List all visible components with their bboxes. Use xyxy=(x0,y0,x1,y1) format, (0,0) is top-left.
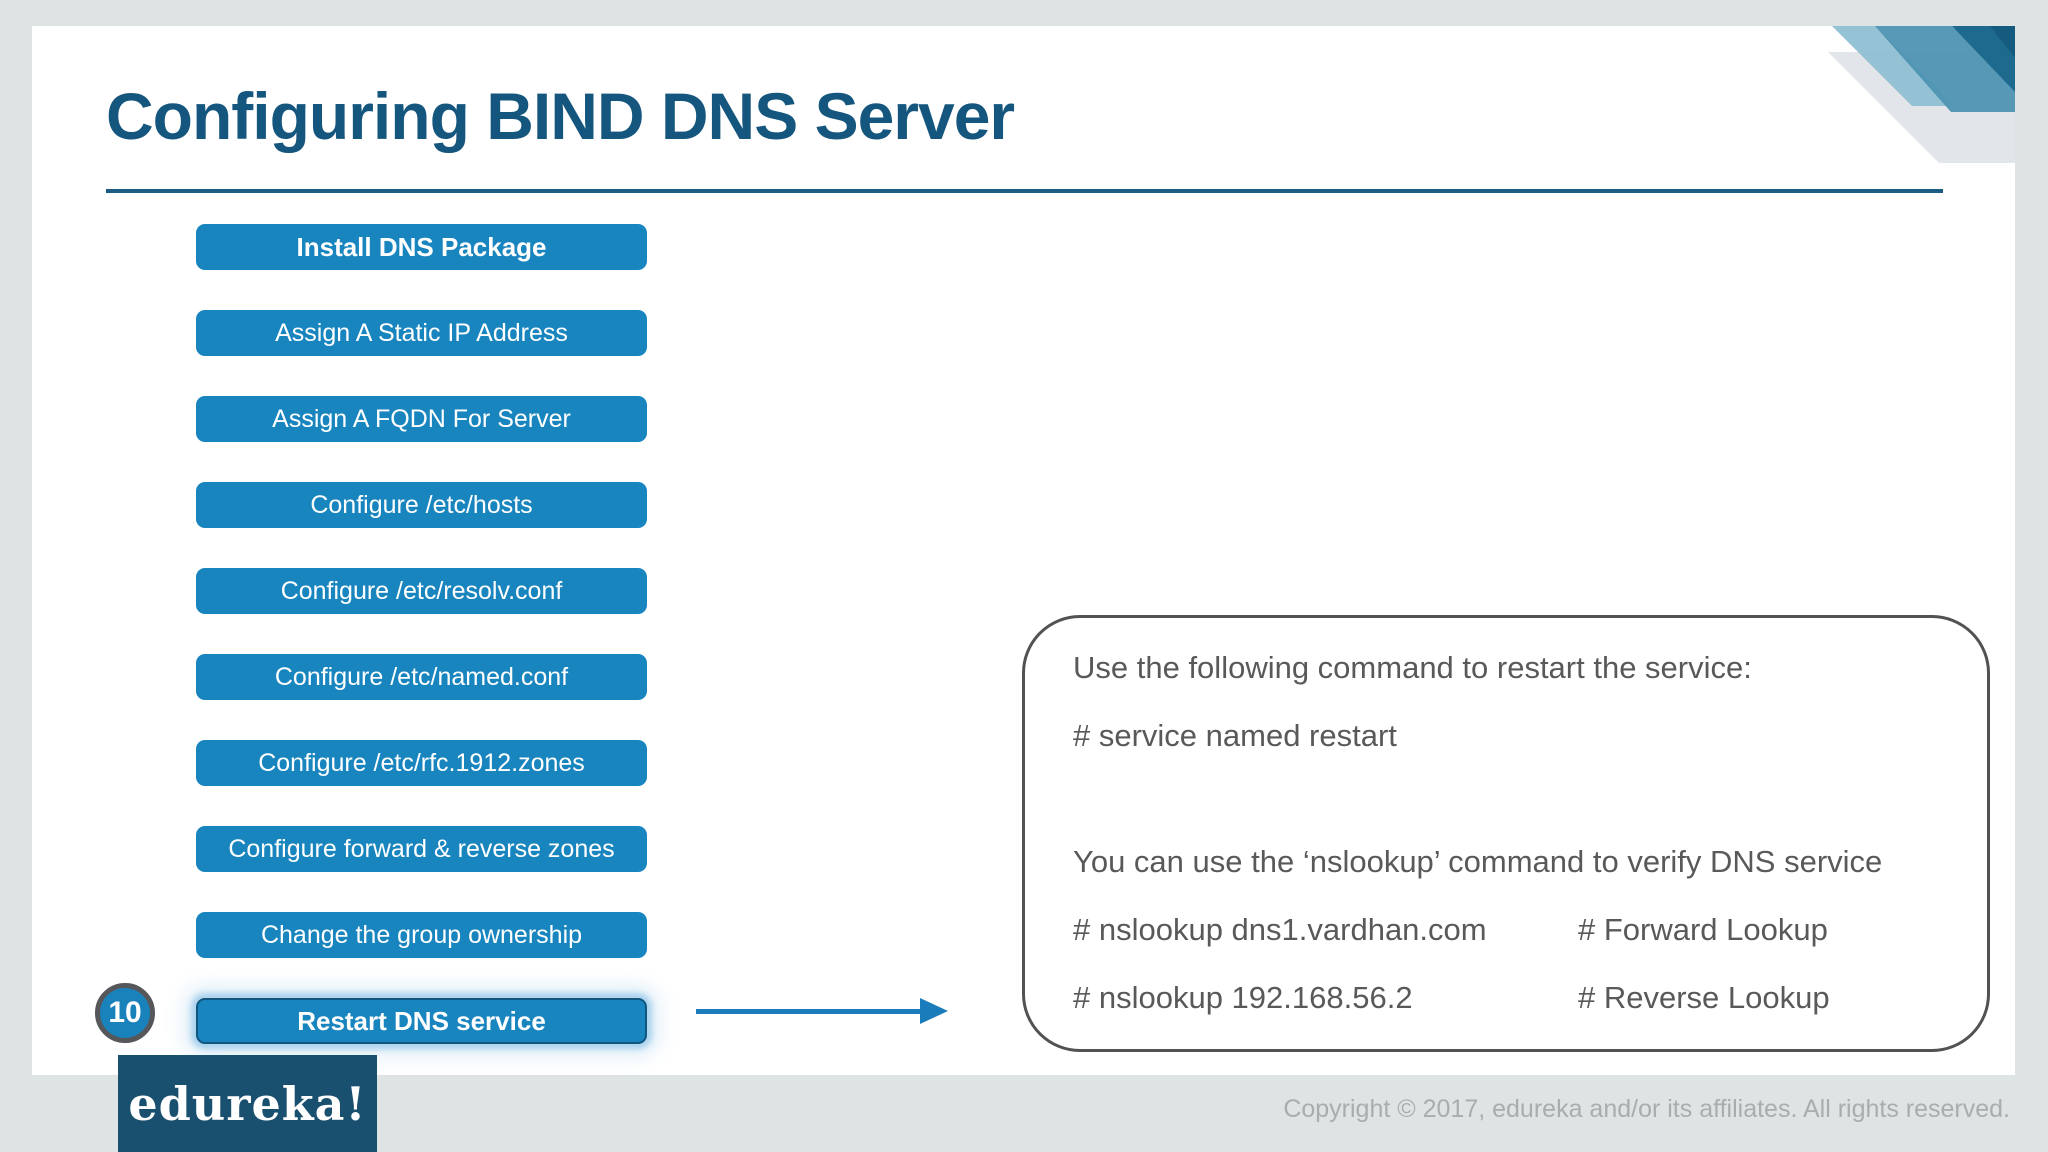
slide-canvas: Configuring BIND DNS Server Install DNS … xyxy=(32,26,2015,1075)
callout-intro-restart: Use the following command to restart the… xyxy=(1073,650,1752,685)
reverse-lookup-command: # nslookup 192.168.56.2 xyxy=(1073,980,1413,1015)
reverse-lookup-comment: # Reverse Lookup xyxy=(1578,980,1830,1015)
step-configure-etc-hosts: Configure /etc/hosts xyxy=(196,482,647,528)
step-configure-fwd-rev-zones: Configure forward & reverse zones xyxy=(196,826,647,872)
step-assign-fqdn: Assign A FQDN For Server xyxy=(196,396,647,442)
corner-decoration-graphic xyxy=(1828,26,2015,163)
forward-lookup-comment: # Forward Lookup xyxy=(1578,912,1828,947)
copyright-notice: Copyright © 2017, edureka and/or its aff… xyxy=(1283,1095,2010,1123)
callout-reverse-lookup-row: # nslookup 192.168.56.2 # Reverse Lookup xyxy=(1073,964,1953,1032)
step-configure-resolv-conf: Configure /etc/resolv.conf xyxy=(196,568,647,614)
step-restart-dns-service: Restart DNS service xyxy=(196,998,647,1044)
title-underline xyxy=(106,189,1943,193)
edureka-logo: edureka! xyxy=(118,1055,377,1152)
arrow-right-connector xyxy=(696,998,948,1024)
step-configure-rfc-zones: Configure /etc/rfc.1912.zones xyxy=(196,740,647,786)
page-title: Configuring BIND DNS Server xyxy=(106,79,1015,153)
step-assign-static-ip: Assign A Static IP Address xyxy=(196,310,647,356)
step-number-badge: 10 xyxy=(95,983,155,1043)
callout-intro-nslookup: You can use the ‘nslookup’ command to ve… xyxy=(1073,844,1883,879)
callout-spacer xyxy=(1073,770,1953,828)
callout-forward-lookup-row: # nslookup dns1.vardhan.com # Forward Lo… xyxy=(1073,896,1953,964)
restart-command-callout: Use the following command to restart the… xyxy=(1022,615,1990,1052)
callout-cmd-restart: # service named restart xyxy=(1073,718,1397,753)
step-configure-named-conf: Configure /etc/named.conf xyxy=(196,654,647,700)
dns-steps-list: Install DNS Package Assign A Static IP A… xyxy=(196,224,647,1084)
step-install-dns-package: Install DNS Package xyxy=(196,224,647,270)
forward-lookup-command: # nslookup dns1.vardhan.com xyxy=(1073,912,1487,947)
step-change-group-ownership: Change the group ownership xyxy=(196,912,647,958)
